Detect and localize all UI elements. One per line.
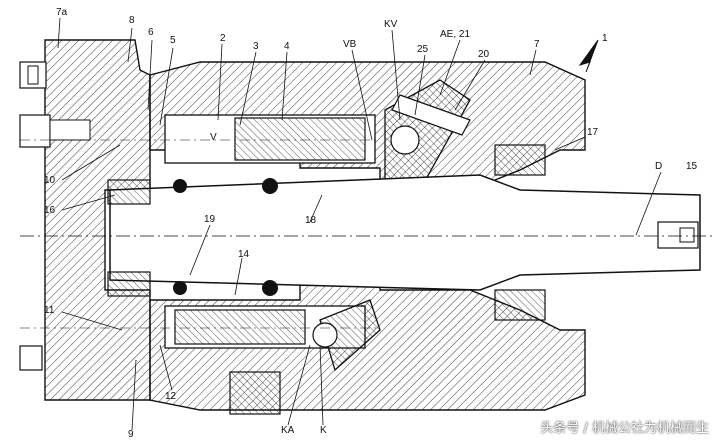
slipper-upper: [390, 125, 420, 155]
bottom-fitting: [229, 371, 281, 415]
label-7a: 7a: [56, 7, 68, 18]
label-8: 8: [129, 15, 135, 26]
retainer-ring-bottom: [262, 280, 278, 296]
label-12: 12: [165, 391, 177, 402]
label-5: 5: [170, 35, 176, 46]
label-v: V: [210, 132, 217, 143]
bearing-right-bottom: [494, 289, 546, 321]
drive-shaft: [109, 174, 701, 291]
label-17: 17: [587, 127, 599, 138]
retainer-ring-top: [262, 178, 278, 194]
leader-lines: [57, 17, 662, 431]
piston-lower: [174, 309, 306, 345]
watermark: 头条号 / 机械公社为机械而生: [540, 421, 709, 436]
swash-plate-lower: [319, 299, 381, 372]
label-25: 25: [417, 44, 429, 55]
label-1: 1: [602, 33, 608, 44]
label-ae-21: AE, 21: [440, 29, 471, 40]
label-15: 15: [686, 161, 698, 172]
piston-upper: [234, 117, 366, 161]
label-19: 19: [204, 214, 216, 225]
label-ka: KA: [281, 425, 295, 436]
label-20: 20: [478, 49, 490, 60]
assembly-arrow: [578, 39, 599, 73]
cover-bolt: [19, 114, 51, 148]
bearing-left-top: [107, 179, 151, 205]
label-7: 7: [534, 39, 540, 50]
control-piston: [391, 94, 471, 136]
label-kv: KV: [384, 19, 398, 30]
label-3: 3: [253, 41, 259, 52]
label-18: 18: [305, 215, 317, 226]
bearing-right-top: [494, 144, 546, 176]
slipper-lower: [312, 322, 338, 348]
label-2: 2: [220, 33, 226, 44]
label-9: 9: [128, 429, 134, 440]
label-k: K: [320, 425, 327, 436]
label-4: 4: [284, 41, 290, 52]
label-14: 14: [238, 249, 250, 260]
label-d: D: [655, 161, 663, 172]
label-10: 10: [44, 175, 56, 186]
bearing-left-bottom: [107, 271, 151, 297]
label-16: 16: [44, 205, 56, 216]
label-6: 6: [148, 27, 154, 38]
label-11: 11: [44, 305, 55, 316]
label-vb: VB: [343, 39, 357, 50]
